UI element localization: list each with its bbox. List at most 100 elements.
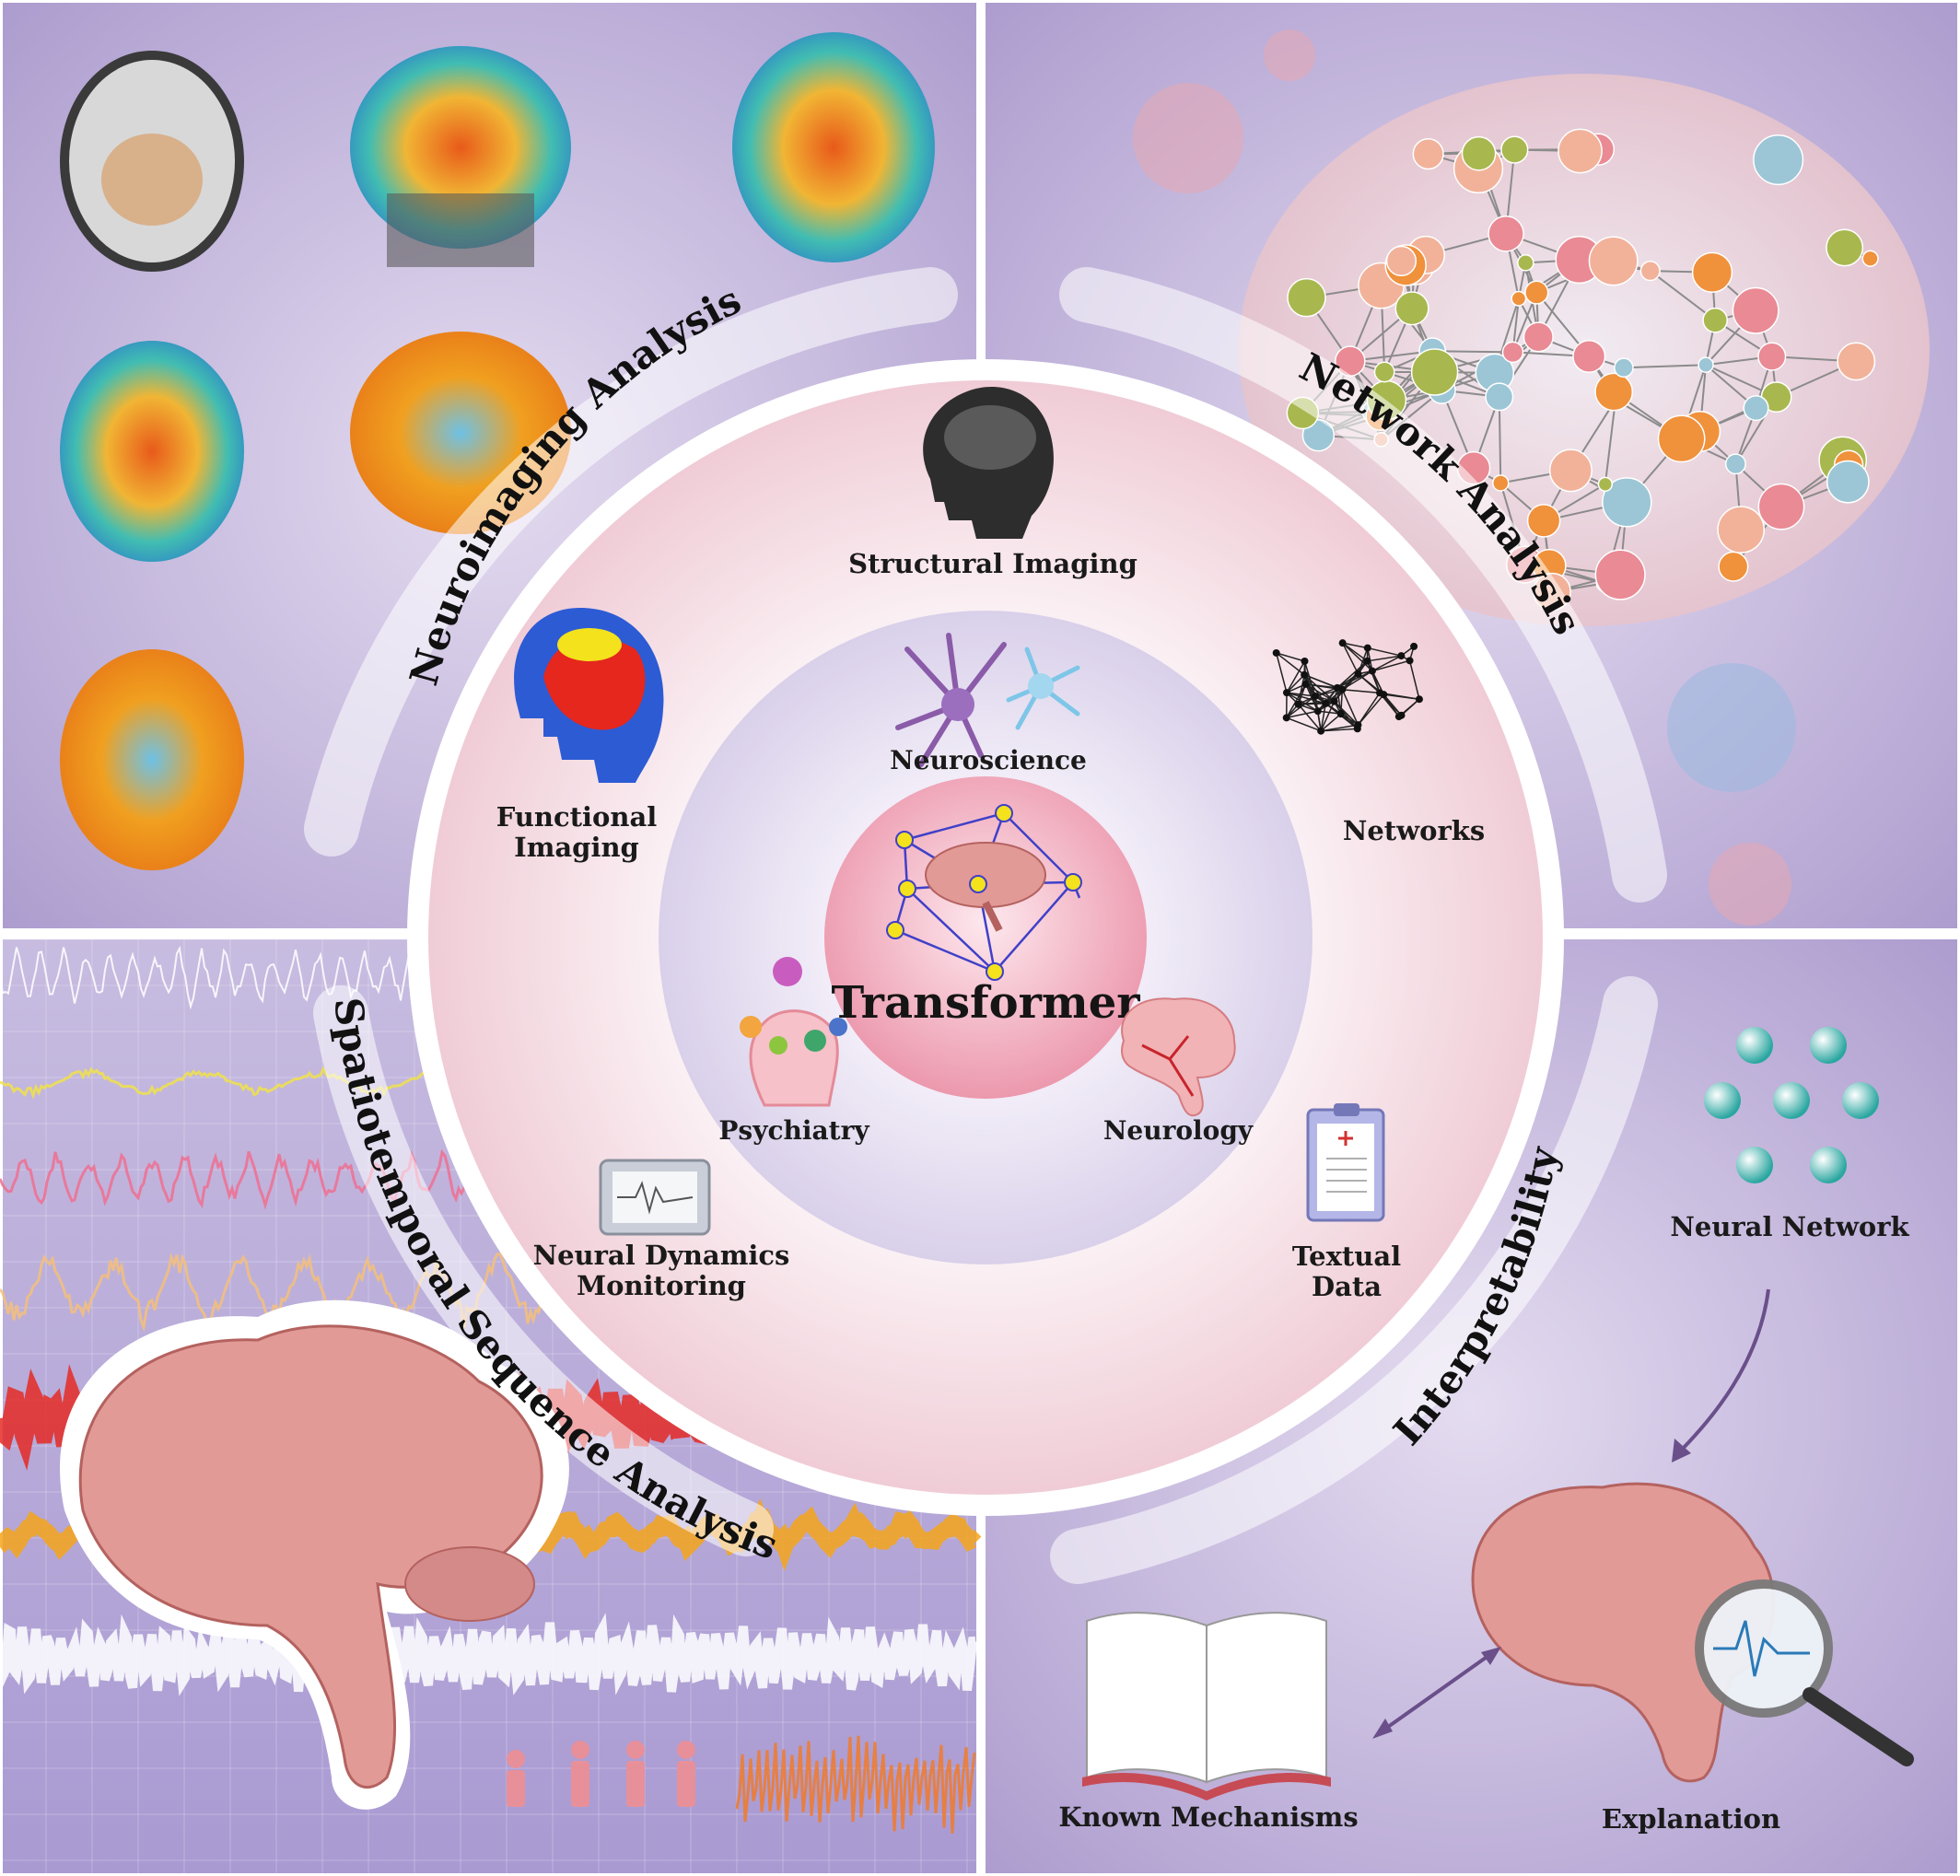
neural-dynamics-label-2: Monitoring (577, 1270, 746, 1301)
transformer-graph (886, 804, 1082, 981)
network-node (1558, 128, 1603, 174)
mini-network-node (1282, 714, 1290, 722)
network-node (1702, 307, 1729, 333)
network-node (1526, 504, 1561, 538)
mini-network-edge (1367, 655, 1402, 662)
mini-network-edge (1336, 660, 1368, 689)
mini-network-node (1294, 700, 1302, 708)
network-edge (1604, 399, 1617, 484)
known-mechanisms-label: Known Mechanisms (1058, 1801, 1358, 1833)
psychiatry-icon (740, 957, 847, 1107)
mini-network-edge (1286, 660, 1306, 693)
large-brain-illustration (60, 1299, 569, 1810)
mini-network-edge (1303, 674, 1336, 703)
mini-network-edge (1320, 703, 1327, 731)
mini-network-node (1415, 695, 1423, 704)
mini-network-edge (1275, 652, 1288, 693)
mini-network-edge (1286, 692, 1326, 705)
monitor-icon (599, 1159, 711, 1236)
mini-network-edge (1303, 660, 1316, 697)
network-node (1826, 228, 1864, 267)
neural-dynamics-label-1: Neural Dynamics (533, 1240, 790, 1271)
network-node (1485, 382, 1514, 412)
mini-network-node (1333, 683, 1341, 692)
network-node (1594, 372, 1634, 412)
mini-network-node (1380, 691, 1388, 699)
mini-network-node (1330, 697, 1338, 705)
network-node (1500, 135, 1529, 164)
network-node (1597, 476, 1614, 492)
neurology-icon (1121, 997, 1236, 1117)
mini-network-edge (1357, 693, 1384, 726)
network-node (1594, 549, 1646, 600)
arrow-icon (1674, 1288, 1770, 1457)
mini-network-edge (1408, 660, 1420, 700)
mini-network-edge (1383, 693, 1420, 700)
mini-network-edge (1317, 710, 1341, 715)
network-edge (1650, 270, 1716, 321)
network-node (1501, 341, 1524, 364)
network-node (1861, 250, 1879, 267)
network-node (1826, 460, 1870, 504)
mini-network-node (1394, 713, 1403, 721)
mini-network-node (1301, 680, 1310, 688)
mini-network-edge (1336, 673, 1359, 689)
network-node (1698, 356, 1714, 373)
mini-network-edge (1342, 642, 1373, 672)
networks-brain-icon (1272, 639, 1423, 735)
network-node (1639, 261, 1661, 282)
mini-network-edge (1334, 673, 1359, 703)
mini-network-edge (1341, 689, 1359, 726)
psychiatry-label: Psychiatry (718, 1115, 869, 1146)
mini-network-node (1313, 707, 1322, 716)
mini-network-node (1363, 644, 1371, 652)
network-node (1410, 348, 1459, 396)
neural-network-label: Neural Network (1670, 1211, 1909, 1242)
mini-network-edge (1334, 701, 1359, 726)
mini-network-node (1406, 657, 1414, 665)
network-node (1743, 395, 1769, 422)
network-node (1287, 277, 1326, 318)
book-icon (1082, 1612, 1331, 1800)
mini-network-edge (1371, 655, 1402, 672)
structural-imaging-head-icon (923, 387, 1054, 539)
network-node (1753, 134, 1804, 186)
functional-imaging-head-icon (514, 608, 664, 783)
textual-data-label-1: Textual (1292, 1241, 1401, 1272)
mini-network-edge (1320, 724, 1359, 732)
network-node (1461, 135, 1497, 171)
functional-imaging-label-2: Imaging (514, 832, 639, 863)
mini-network-edge (1286, 717, 1322, 732)
mini-network-edge (1276, 652, 1305, 676)
network-node (1522, 321, 1554, 353)
network-node (1511, 290, 1527, 307)
neuroimaging-scans (60, 32, 935, 870)
mini-network-node (1282, 689, 1290, 697)
center-label: Transformer (831, 977, 1140, 1029)
mini-network-edge (1276, 652, 1305, 662)
mini-network-edge (1357, 692, 1381, 726)
mini-network-node (1338, 639, 1347, 647)
mini-network-node (1336, 710, 1345, 718)
people-icons (507, 1741, 695, 1807)
mini-network-edge (1340, 689, 1344, 715)
network-node (1757, 342, 1787, 371)
mini-network-edge (1286, 674, 1305, 693)
mini-network-edge (1336, 687, 1342, 715)
network-node (1488, 216, 1524, 252)
eeg-waveform (0, 1613, 977, 1696)
network-node (1837, 342, 1876, 381)
network-node (1492, 474, 1510, 492)
network-edge (1623, 364, 1707, 369)
functional-imaging-label-1: Functional (496, 801, 658, 833)
mini-network-edge (1336, 670, 1373, 689)
network-node (1724, 453, 1746, 475)
textual-data-label-2: Data (1312, 1271, 1382, 1302)
network-node (1524, 280, 1549, 305)
mini-network-node (1317, 727, 1325, 735)
mini-network-node (1301, 670, 1309, 679)
network-node (1572, 339, 1606, 374)
network-node (1394, 291, 1429, 326)
network-node (1412, 138, 1444, 170)
